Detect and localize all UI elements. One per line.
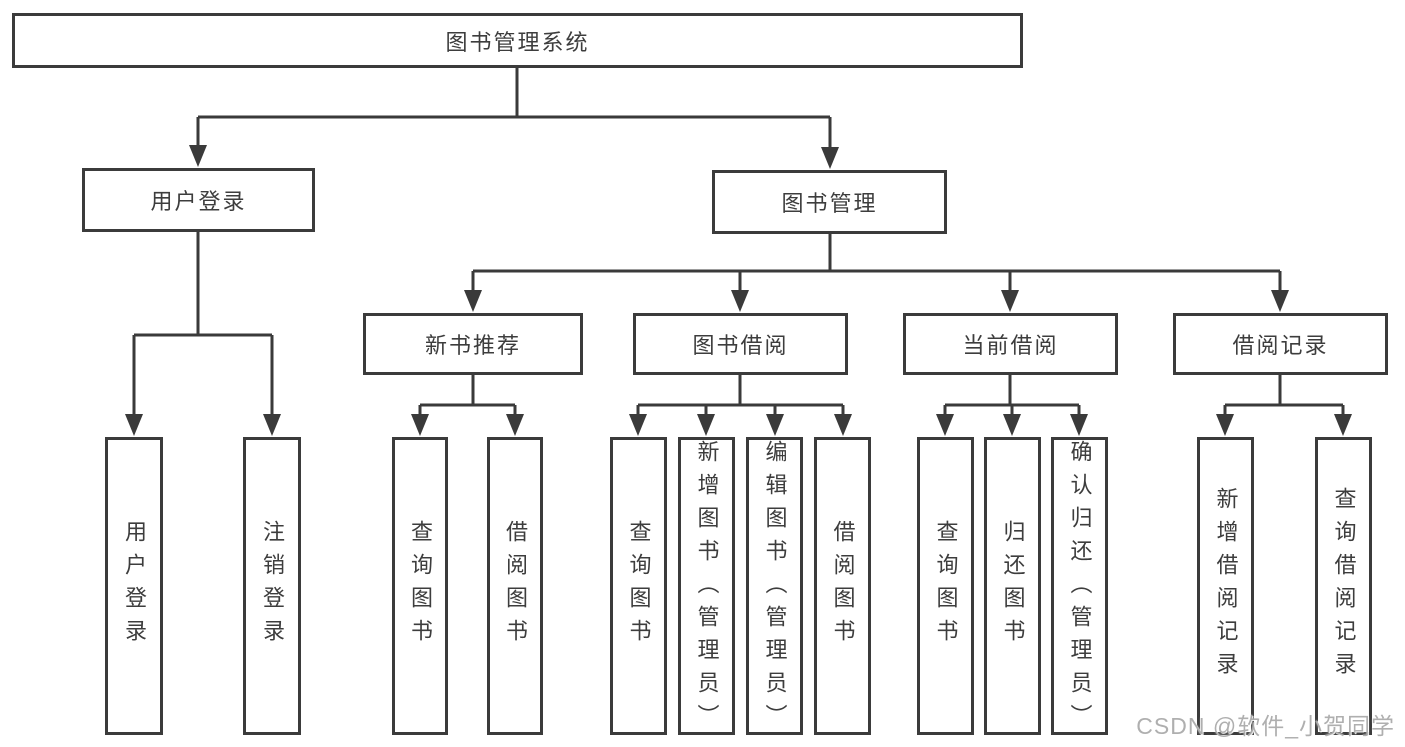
node-root-label: 图书管理系统 <box>445 29 590 55</box>
csdn-watermark: CSDN @软件_小贺同学 <box>1136 713 1395 739</box>
leaf-query-borrow-record: 查询借阅记录 <box>1315 437 1372 735</box>
node-new-book-recommend-label: 新书推荐 <box>424 333 521 358</box>
leaf-logout-login-label: 注销登录 <box>260 520 285 652</box>
node-book-borrow-label: 图书借阅 <box>692 333 789 358</box>
leaf-query-book-current: 查询图书 <box>917 437 974 735</box>
node-current-borrow: 当前借阅 <box>903 313 1118 375</box>
leaf-query-borrow-record-label: 查询借阅记录 <box>1331 487 1357 685</box>
leaf-logout-login: 注销登录 <box>243 437 301 735</box>
leaf-confirm-return-admin-label: 确认归还（管理员） <box>1067 440 1093 737</box>
leaf-query-book-recommend: 查询图书 <box>392 437 448 735</box>
leaf-confirm-return-admin: 确认归还（管理员） <box>1051 437 1108 737</box>
node-current-borrow-label: 当前借阅 <box>962 333 1059 358</box>
leaf-user-login-label: 用户登录 <box>122 520 147 652</box>
node-book-borrow: 图书借阅 <box>633 313 848 375</box>
leaf-query-book-recommend-label: 查询图书 <box>408 520 433 652</box>
leaf-query-book-borrow: 查询图书 <box>610 437 667 735</box>
leaf-add-borrow-record: 新增借阅记录 <box>1197 437 1254 735</box>
leaf-edit-book-admin: 编辑图书（管理员） <box>746 437 803 737</box>
node-book-management: 图书管理 <box>712 170 947 234</box>
leaf-query-book-borrow-label: 查询图书 <box>626 520 652 652</box>
leaf-add-book-admin: 新增图书（管理员） <box>678 437 735 737</box>
leaf-edit-book-admin-label: 编辑图书（管理员） <box>762 440 788 737</box>
arrowheads <box>125 145 1352 436</box>
leaf-add-book-admin-label: 新增图书（管理员） <box>694 440 720 737</box>
node-borrow-records: 借阅记录 <box>1173 313 1388 375</box>
node-user-login: 用户登录 <box>82 168 315 232</box>
leaf-user-login: 用户登录 <box>105 437 163 735</box>
leaf-borrow-book-label: 借阅图书 <box>830 520 856 652</box>
node-user-login-label: 用户登录 <box>150 189 247 214</box>
leaf-borrow-book: 借阅图书 <box>814 437 871 735</box>
node-borrow-records-label: 借阅记录 <box>1232 333 1329 358</box>
leaf-borrow-book-recommend: 借阅图书 <box>487 437 543 735</box>
leaf-return-book-label: 归还图书 <box>1000 520 1026 652</box>
leaf-return-book: 归还图书 <box>984 437 1041 735</box>
leaf-borrow-book-recommend-label: 借阅图书 <box>503 520 528 652</box>
leaf-add-borrow-record-label: 新增借阅记录 <box>1213 487 1239 685</box>
leaf-query-book-current-label: 查询图书 <box>933 520 959 652</box>
node-book-management-label: 图书管理 <box>781 191 878 216</box>
node-root: 图书管理系统 <box>12 13 1023 68</box>
node-new-book-recommend: 新书推荐 <box>363 313 583 375</box>
